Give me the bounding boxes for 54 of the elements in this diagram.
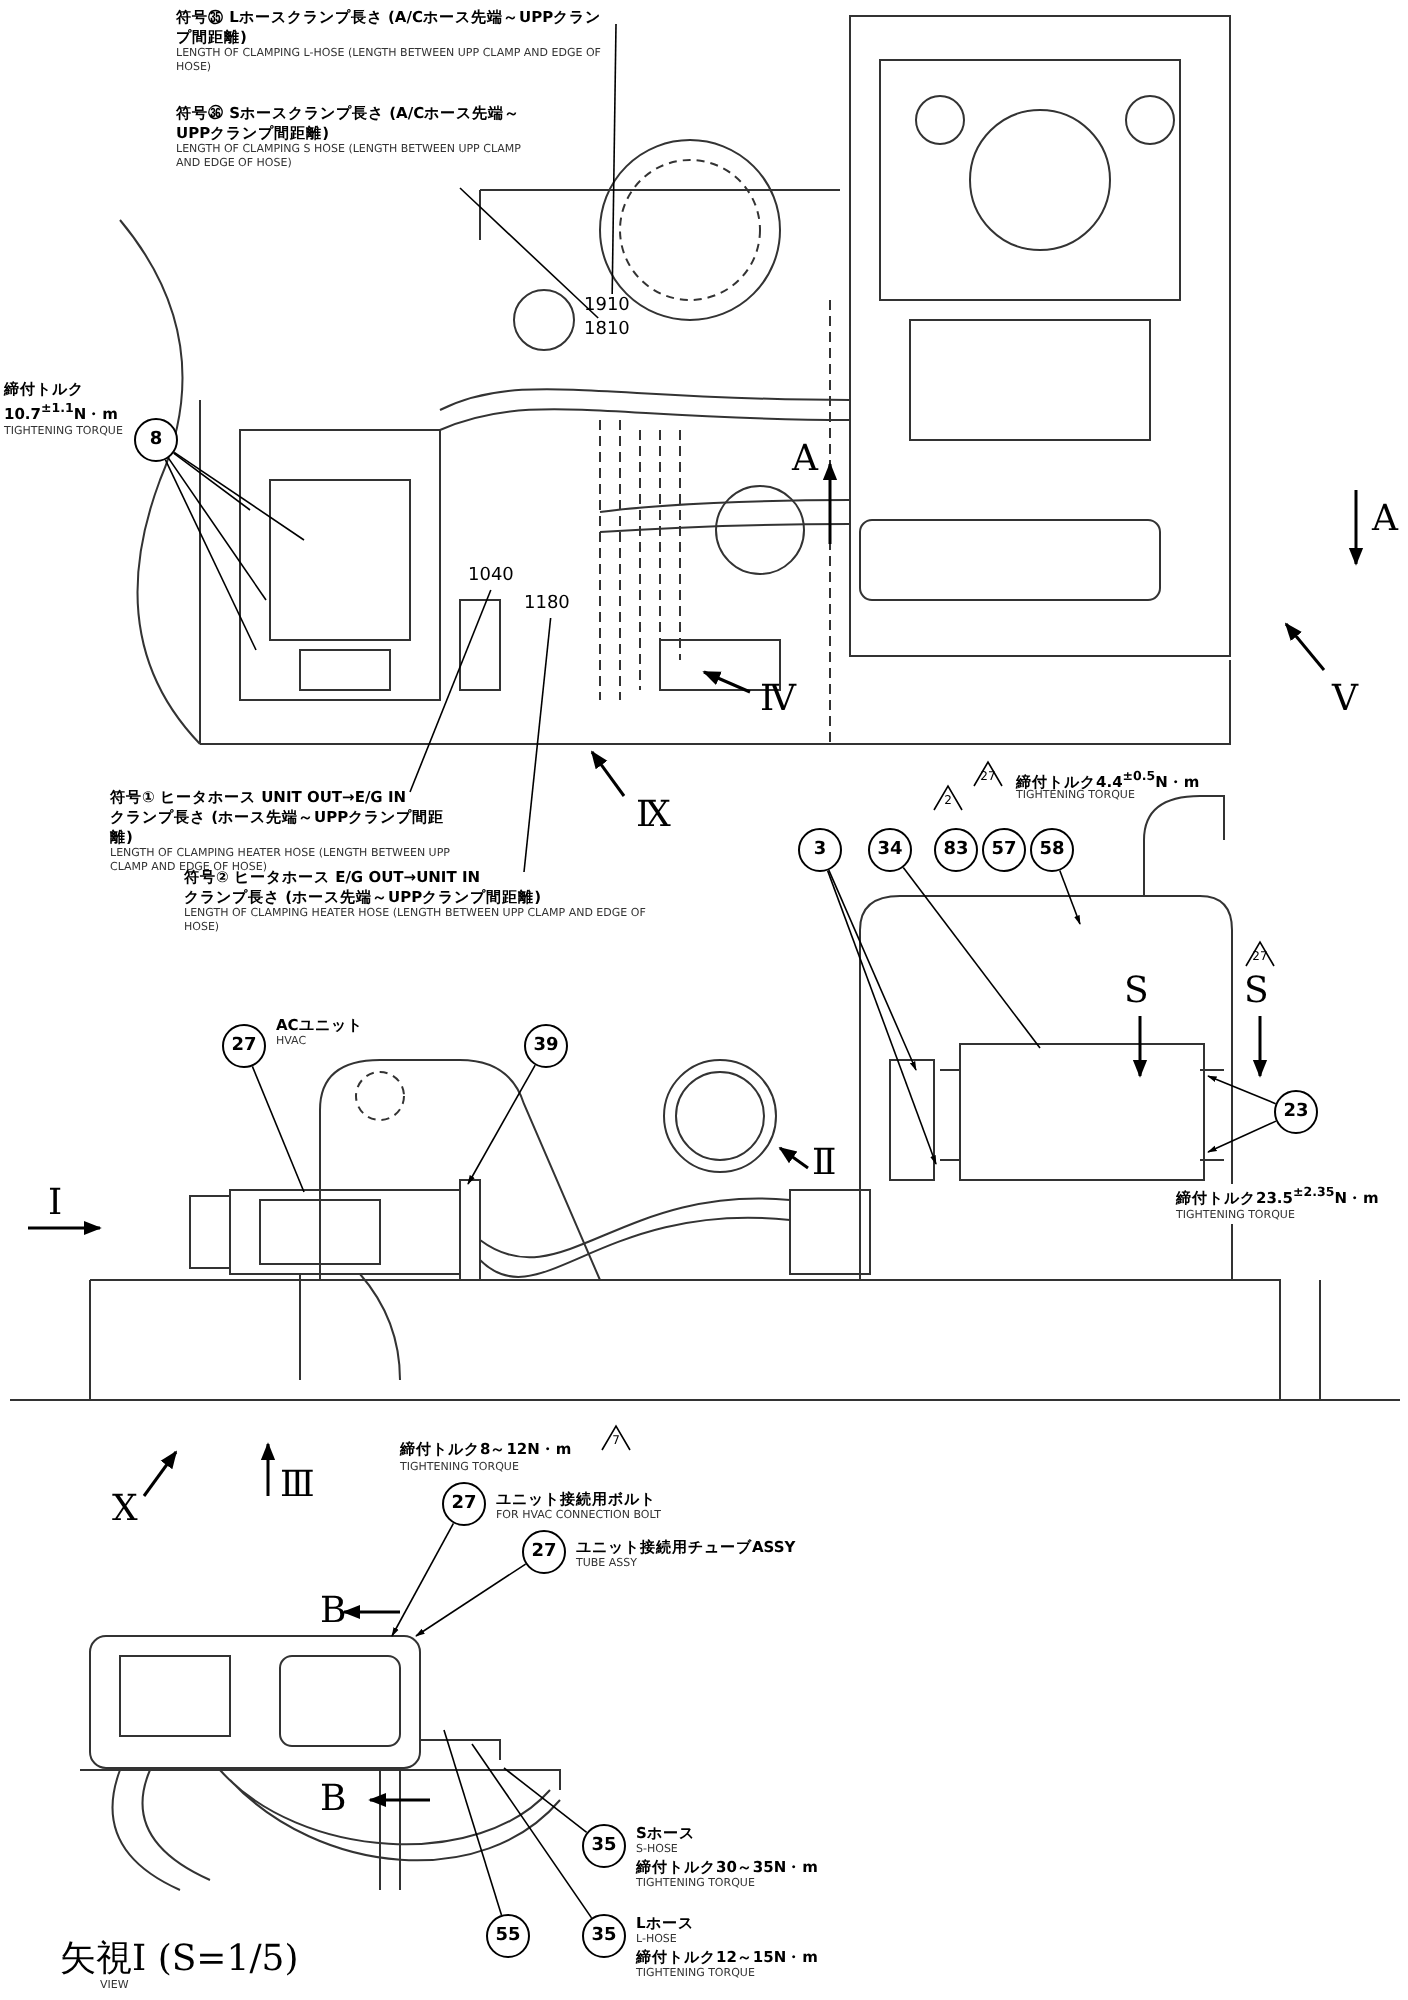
dimension-value: 1040 bbox=[468, 566, 514, 586]
leader-line bbox=[459, 187, 599, 319]
callout-number: 27 bbox=[522, 1530, 566, 1574]
leader-line bbox=[1207, 1120, 1277, 1153]
view-letter: Ⅱ bbox=[812, 1144, 837, 1184]
leader-line bbox=[1059, 869, 1081, 925]
dimension-value: 1180 bbox=[524, 594, 570, 614]
callout-number: 23 bbox=[1274, 1090, 1318, 1134]
view-letter: X bbox=[112, 1490, 138, 1530]
leader-line bbox=[415, 1563, 527, 1637]
callout-number: 58 bbox=[1030, 828, 1074, 872]
leader-line bbox=[173, 451, 305, 541]
view-letter: B bbox=[320, 1780, 347, 1820]
callout-number: 34 bbox=[868, 828, 912, 872]
view-letter: S bbox=[1244, 972, 1269, 1012]
leader-line bbox=[172, 452, 251, 511]
leader-line bbox=[391, 1522, 455, 1637]
view-letter: A bbox=[792, 440, 818, 480]
leader-line bbox=[826, 869, 937, 1165]
view-letter: Ⅰ bbox=[48, 1184, 63, 1224]
callout-number: 83 bbox=[934, 828, 978, 872]
callout-number: 27 bbox=[442, 1482, 486, 1526]
view-letter: Ⅳ bbox=[760, 680, 796, 720]
view-letter: S bbox=[1124, 972, 1149, 1012]
callout-number: 8 bbox=[134, 418, 178, 462]
leader-line bbox=[409, 589, 492, 793]
leader-line bbox=[1207, 1075, 1277, 1105]
view-letter: Ⅸ bbox=[636, 796, 671, 836]
leader-line bbox=[503, 1767, 588, 1834]
view-letter: B bbox=[320, 1592, 347, 1632]
leader-line bbox=[523, 617, 552, 873]
view-letter: Ⅲ bbox=[280, 1466, 315, 1506]
leader-line bbox=[467, 1064, 536, 1185]
dimension-value: 1910 bbox=[584, 296, 630, 316]
leader-line bbox=[471, 1743, 593, 1919]
leader-line bbox=[902, 866, 1041, 1049]
callout-number: 27 bbox=[222, 1024, 266, 1068]
callout-number: 57 bbox=[982, 828, 1026, 872]
leader-line bbox=[828, 869, 917, 1071]
leader-line bbox=[443, 1729, 503, 1916]
callout-number: 35 bbox=[582, 1824, 626, 1868]
callout-number: 35 bbox=[582, 1914, 626, 1958]
callout-number: 3 bbox=[798, 828, 842, 872]
view-letter: A bbox=[1372, 500, 1398, 540]
leader-line bbox=[164, 459, 257, 651]
leader-line bbox=[611, 23, 617, 295]
callout-number: 55 bbox=[486, 1914, 530, 1958]
view-i-drawing bbox=[79, 1635, 561, 1891]
leader-line bbox=[251, 1065, 305, 1193]
view-title: 矢視Ⅰ (S=1/5) bbox=[60, 1940, 299, 1980]
view-letter: Ⅴ bbox=[1332, 680, 1358, 720]
dimension-value: 1810 bbox=[584, 320, 630, 340]
callout-number: 39 bbox=[524, 1024, 568, 1068]
leader-line bbox=[167, 457, 267, 601]
